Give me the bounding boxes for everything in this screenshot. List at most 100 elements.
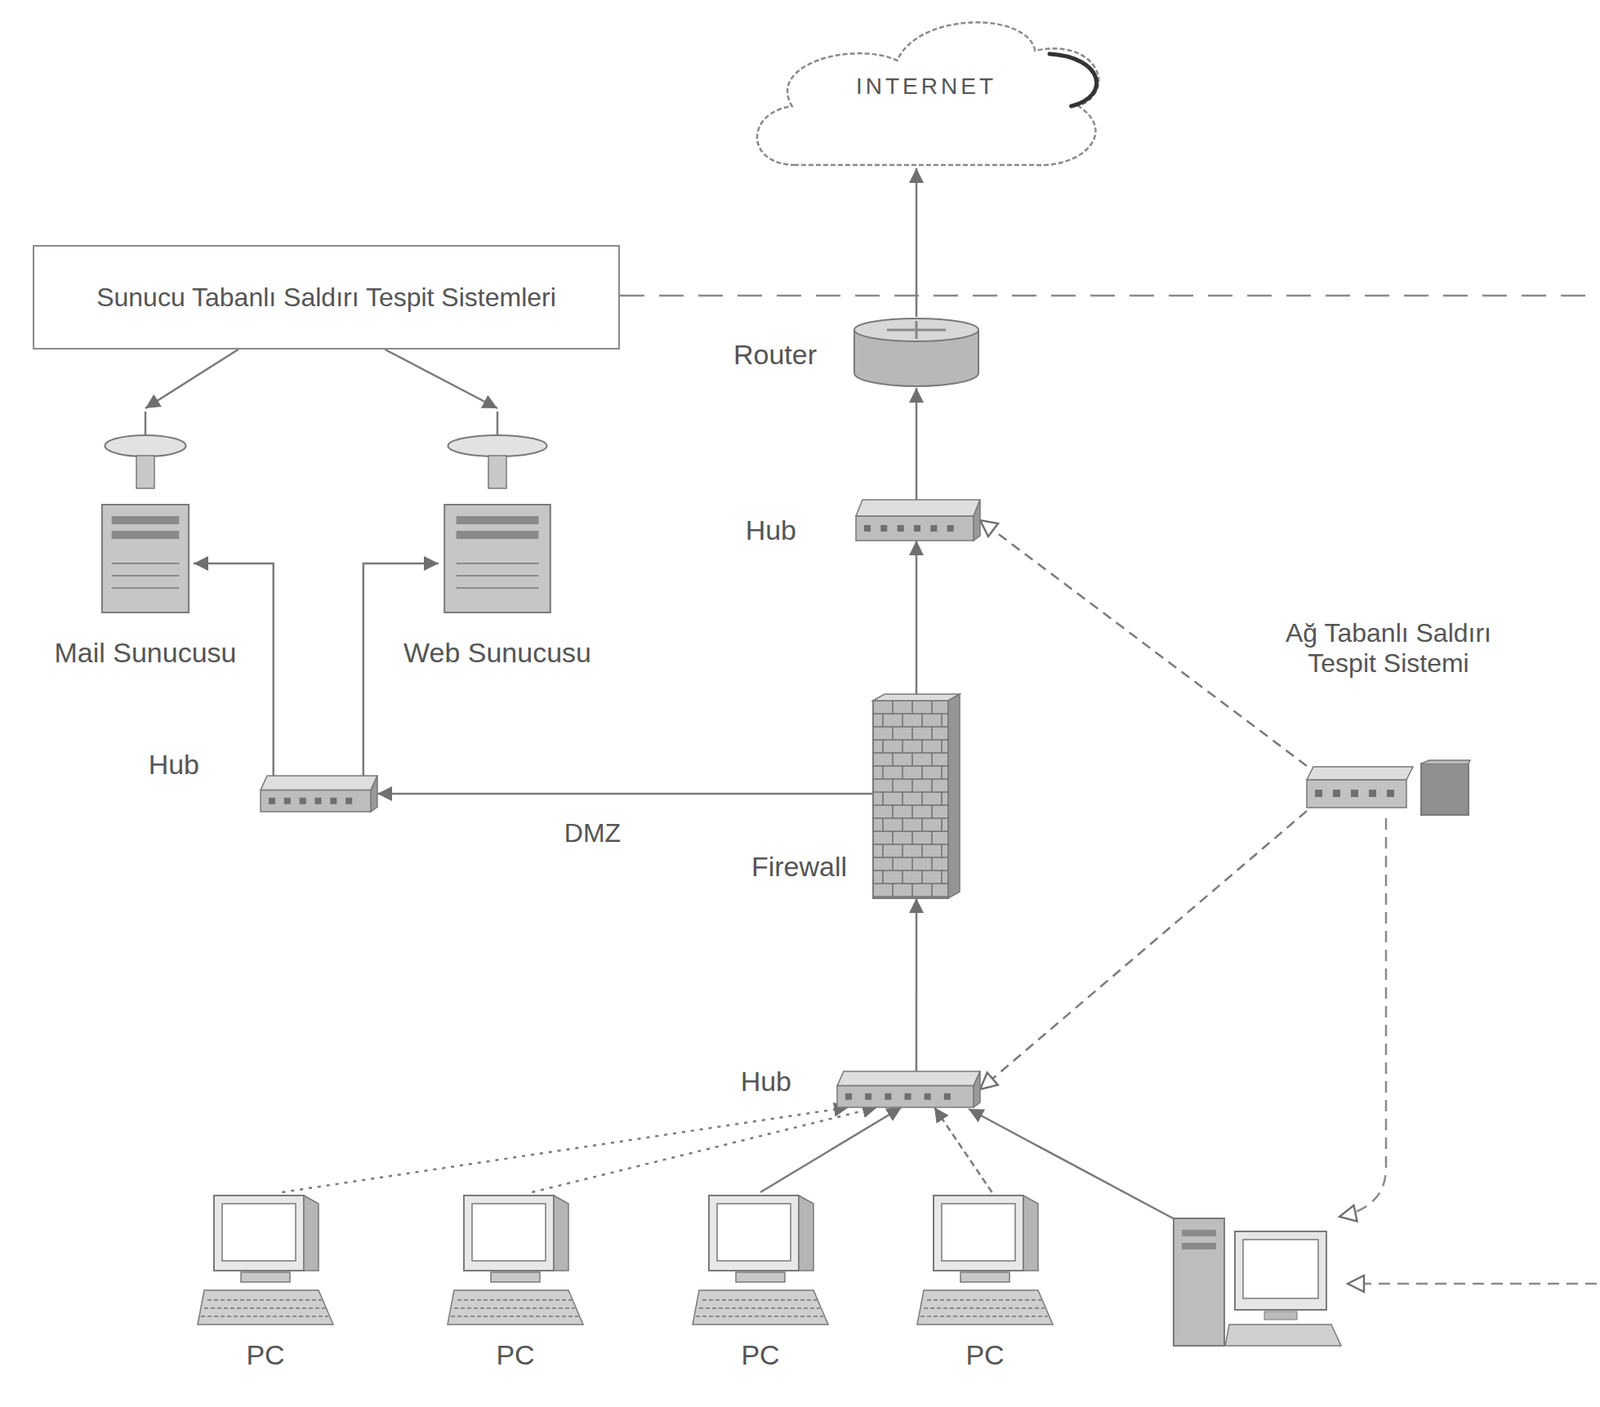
connector	[934, 1107, 993, 1193]
pc-stand	[490, 1272, 540, 1283]
node-label-group: PC	[965, 1339, 1004, 1372]
connector	[145, 349, 239, 409]
hub-port	[864, 525, 871, 532]
pc: PC	[445, 1192, 585, 1332]
drive-bay	[1181, 1243, 1217, 1250]
sensor-base	[488, 455, 507, 489]
hub-port	[299, 797, 307, 805]
pc-keyboard	[917, 1290, 1053, 1325]
ids-hub-top	[1306, 766, 1413, 780]
pc-monitor	[463, 1195, 554, 1271]
hub-port	[913, 525, 921, 532]
monitor-stand	[1264, 1311, 1297, 1320]
hub-port	[897, 525, 905, 532]
hub-icon	[855, 499, 981, 541]
pc-monitor-side	[303, 1195, 319, 1271]
connector	[980, 520, 1307, 767]
pc-screen	[472, 1203, 546, 1262]
hub-port	[845, 1093, 852, 1101]
connector	[915, 898, 919, 1072]
web-server: Web Sunucusu	[438, 408, 557, 613]
server-tower	[102, 504, 189, 613]
connector	[915, 540, 919, 695]
pc-keyboard	[197, 1290, 334, 1325]
pc-screen	[941, 1203, 1016, 1262]
node-label-group: Sunucu Tabanlı Saldırı Tespit Sistemleri	[34, 246, 619, 348]
hub-port	[884, 1093, 892, 1101]
pc-icon	[690, 1192, 830, 1332]
firewall-top	[873, 694, 960, 701]
pc-monitor	[933, 1195, 1024, 1271]
firewall-side	[948, 694, 960, 899]
hub-port	[329, 797, 337, 805]
node-label-group: PC	[495, 1339, 535, 1372]
connector	[384, 349, 498, 409]
node-label: Hub	[745, 514, 797, 547]
pc-keys	[200, 1300, 329, 1317]
hub-port	[904, 1093, 912, 1101]
hub-port	[924, 1093, 932, 1101]
node-label: Hub	[740, 1065, 792, 1098]
hub-side	[973, 499, 981, 541]
node-label-group: Hub	[740, 1065, 792, 1098]
pc: PC	[196, 1192, 335, 1332]
pc: PC	[690, 1192, 830, 1332]
pc-icon	[445, 1192, 585, 1332]
hub-port	[345, 797, 353, 805]
pc-monitor-side	[1023, 1195, 1039, 1271]
server-grille	[456, 563, 540, 589]
node-label: PC	[740, 1339, 780, 1372]
hub-front	[855, 516, 974, 541]
firewall: Firewall	[873, 694, 960, 899]
node-label-group: INTERNET	[744, 4, 1108, 169]
dmz-hub: Hub	[260, 775, 378, 812]
pc-stand	[960, 1272, 1010, 1283]
drive-bay	[456, 516, 540, 525]
drive-bay	[1181, 1230, 1217, 1237]
pc-monitor	[708, 1195, 799, 1271]
connector	[377, 793, 874, 796]
hub-side	[973, 1071, 981, 1108]
ids-sensor-box	[1421, 763, 1469, 816]
node-label: Firewall	[751, 851, 847, 883]
pc-keys	[695, 1300, 824, 1317]
node-label-group: Hub	[745, 514, 797, 547]
pc-icon	[915, 1192, 1055, 1332]
node-label-group: Firewall	[751, 851, 847, 883]
connector	[531, 1107, 878, 1193]
sensor-dish	[104, 435, 186, 457]
hub-port	[864, 1093, 872, 1101]
pc: PC	[915, 1192, 1055, 1332]
hub-top	[855, 499, 981, 517]
hub-port	[284, 797, 291, 805]
pc-keys	[920, 1300, 1048, 1317]
internet-cloud: INTERNET	[744, 4, 1108, 169]
connector	[281, 1107, 849, 1193]
node-label: PC	[965, 1339, 1004, 1372]
router-icon	[852, 316, 981, 388]
connector	[915, 168, 919, 317]
pc-keyboard	[692, 1290, 829, 1325]
node-label-group: Router	[733, 338, 817, 371]
drive-bay	[456, 530, 540, 540]
ids-sensor-face	[1421, 760, 1471, 764]
hub-side	[370, 775, 378, 812]
hub-top	[260, 775, 378, 791]
hub-port	[944, 1093, 951, 1101]
server-grille	[111, 563, 180, 589]
input-line	[1347, 1283, 1597, 1286]
cloud-stroke	[1049, 53, 1097, 107]
ids-port	[1314, 789, 1323, 798]
hub: Hub	[855, 499, 981, 541]
hub-front	[837, 1086, 974, 1108]
lan-hub: Hub	[837, 1071, 981, 1108]
hub-port	[268, 797, 276, 805]
workstation-tower	[1173, 1218, 1225, 1346]
sensor-base	[136, 455, 155, 489]
mail-server: Mail Sunucusu	[97, 408, 194, 613]
drive-bay	[111, 530, 180, 540]
node-label: Router	[733, 338, 817, 371]
pc-stand	[735, 1272, 785, 1283]
workstation-monitor	[1234, 1231, 1327, 1311]
connector	[193, 563, 274, 776]
